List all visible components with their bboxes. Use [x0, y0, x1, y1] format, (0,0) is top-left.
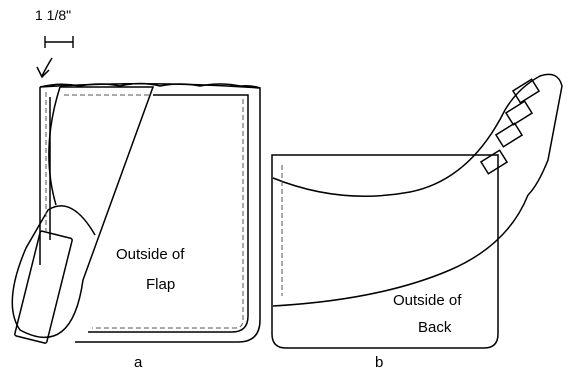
flap-strap — [11, 86, 155, 339]
measurement-label: 1 1/8" — [35, 7, 71, 23]
panel-b-caption: b — [375, 354, 383, 371]
flap-label-line2: Flap — [146, 276, 175, 293]
flap-strap-tab — [14, 230, 73, 344]
back-label-line2: Back — [418, 319, 452, 336]
flap-top-edge — [39, 82, 261, 89]
strap-hole-4 — [479, 149, 509, 175]
back-outer-outline — [271, 154, 499, 349]
back-strap-lower-curve — [272, 194, 529, 307]
back-strap-upper-curve — [272, 109, 506, 197]
flap-stitching — [45, 92, 244, 329]
strap-hole-3 — [494, 122, 524, 148]
strap-hole-2 — [504, 100, 534, 126]
panel-a-caption: a — [134, 354, 143, 371]
flap-outer-outline — [39, 82, 261, 343]
flap-strap-inner — [48, 86, 61, 206]
back-strap-extension — [504, 73, 563, 196]
strap-hole-1 — [511, 78, 541, 104]
check-arrow-icon — [36, 57, 53, 79]
flap-label-line1: Outside of — [116, 246, 185, 263]
back-panel — [271, 73, 563, 349]
flap-panel — [11, 82, 261, 344]
measurement-indicator — [44, 36, 74, 48]
back-label-line1: Outside of — [393, 292, 462, 309]
